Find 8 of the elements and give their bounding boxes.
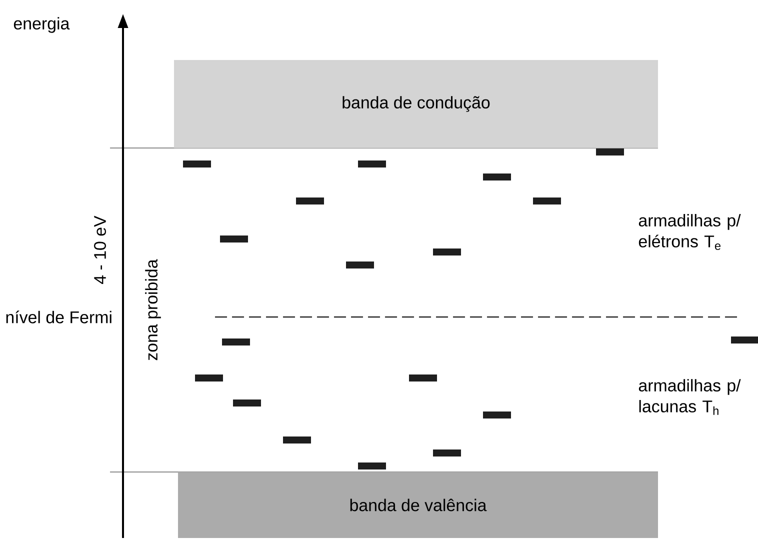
axis-label: energia — [12, 16, 71, 34]
trap-label: armadilhas p/ elétrons T$_{e}$ — [638, 214, 741, 250]
gap-label: 4 - 10 eV — [93, 214, 107, 286]
energy-band: banda de condução — [174, 60, 658, 148]
zone-label: zona proibida — [144, 258, 162, 362]
energy-band: banda de valência — [178, 472, 658, 538]
trap-label: armadilhas p/ lacunas T$_{h}$ — [638, 379, 741, 415]
fermi-label: nível de Fermi — [4, 310, 114, 324]
